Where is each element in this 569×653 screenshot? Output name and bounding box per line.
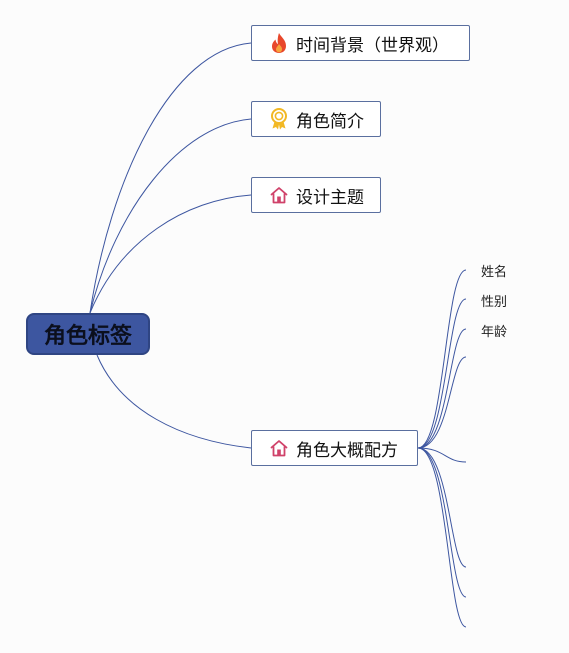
subtopic-2[interactable]: 性别 xyxy=(481,295,508,310)
topic-label-2: 角色简介 xyxy=(296,111,364,132)
connector-topic4-sub-3 xyxy=(417,328,467,449)
connector-topic4-sub-5 xyxy=(417,447,467,463)
connector-topic4-sub-8 xyxy=(417,447,467,628)
connector-root-to-topic-3 xyxy=(89,194,252,314)
connector-root-to-topic-4 xyxy=(96,354,252,449)
topic-label-1: 时间背景（世界观） xyxy=(296,35,449,56)
topic-label-4: 角色大概配方 xyxy=(296,440,398,461)
root-node[interactable]: 角色标签 xyxy=(26,313,150,355)
connector-topic4-sub-2 xyxy=(417,298,467,449)
topic-node-1[interactable]: 时间背景（世界观） xyxy=(251,25,470,61)
connector-topic4-sub-7 xyxy=(417,447,467,598)
house-icon xyxy=(268,437,290,459)
topic-node-3[interactable]: 设计主题 xyxy=(251,177,381,213)
connector-topic4-sub-6 xyxy=(417,447,467,568)
topic-label-3: 设计主题 xyxy=(296,187,364,208)
connector-root-to-topic-1 xyxy=(89,42,252,314)
connector-root-to-topic-2 xyxy=(89,118,252,314)
award-ribbon-icon xyxy=(268,108,290,130)
fire-icon xyxy=(268,32,290,54)
connector-topic4-sub-4 xyxy=(417,356,467,449)
house-icon xyxy=(268,184,290,206)
topic-node-2[interactable]: 角色简介 xyxy=(251,101,381,137)
subtopic-1[interactable]: 姓名 xyxy=(481,265,508,280)
subtopic-3[interactable]: 年龄 xyxy=(481,325,508,340)
topic-node-4[interactable]: 角色大概配方 xyxy=(251,430,418,466)
connector-topic4-sub-1 xyxy=(417,269,467,449)
root-label: 角色标签 xyxy=(43,324,132,349)
